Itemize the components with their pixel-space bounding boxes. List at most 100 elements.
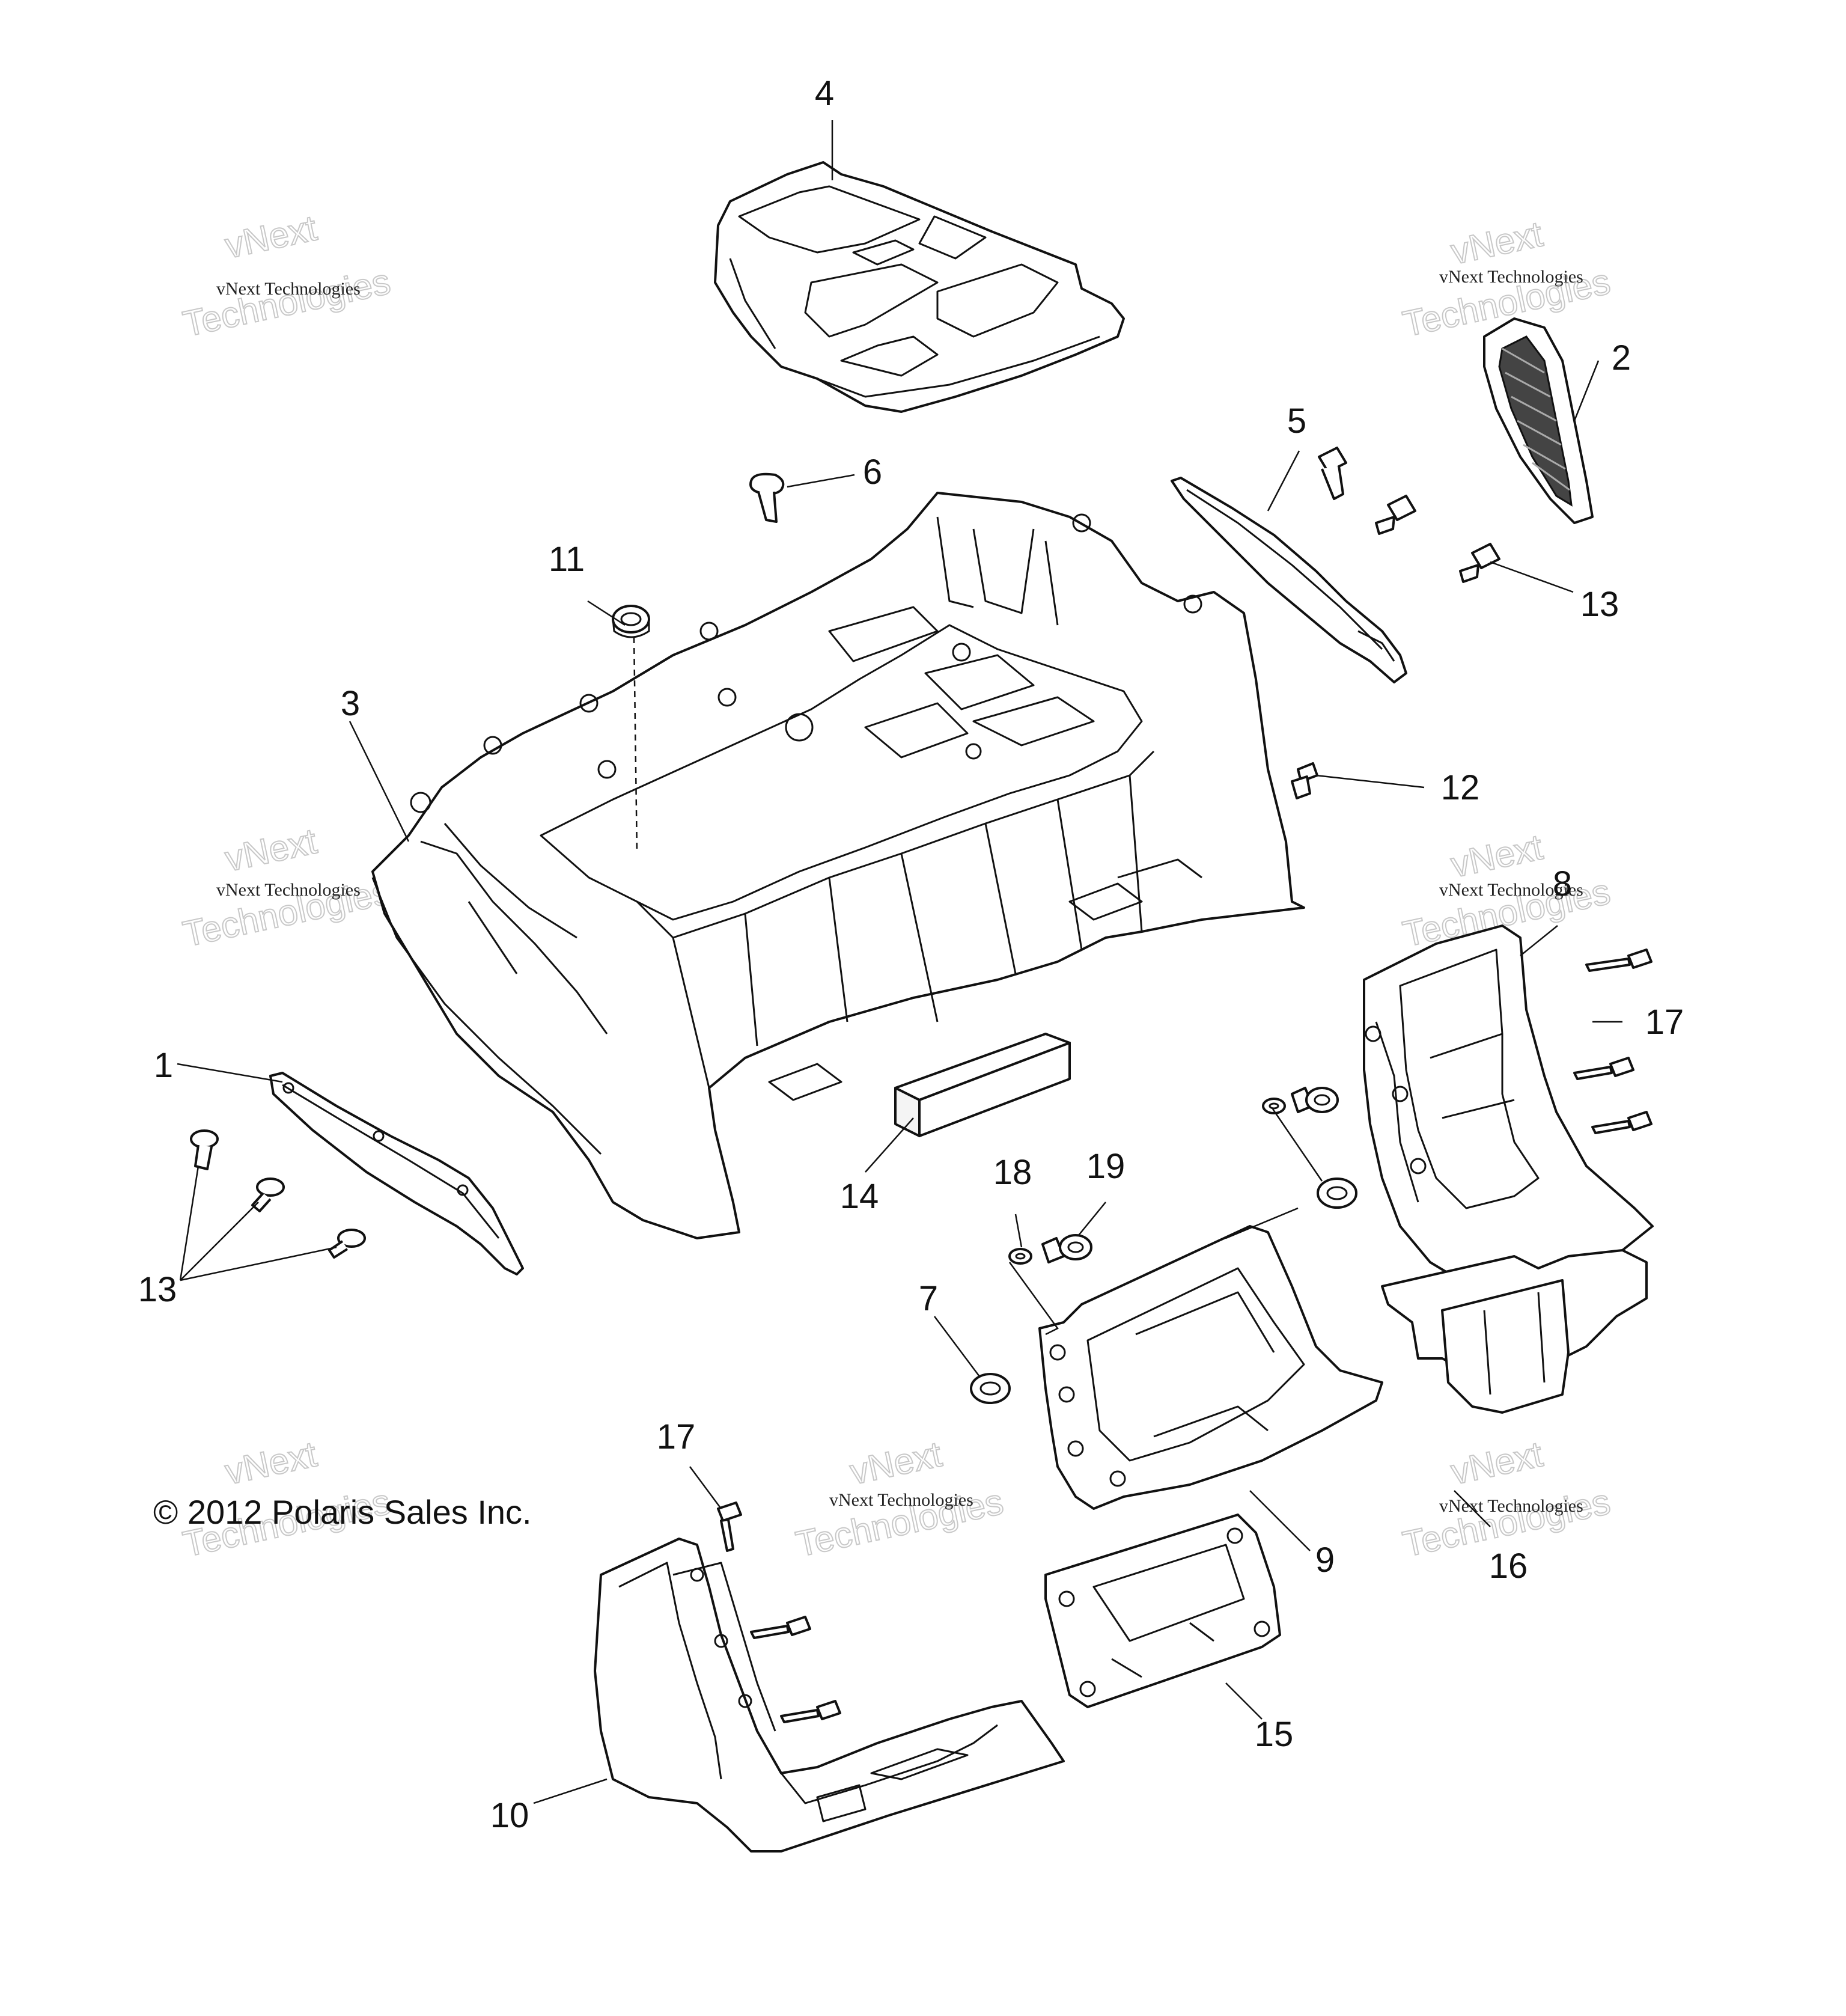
svg-text:vNext: vNext	[222, 820, 320, 879]
leader-13-left-3	[180, 1246, 337, 1281]
part-13-rivet-upper-1	[1318, 447, 1347, 500]
part-2-grille	[1483, 317, 1594, 524]
leader-19	[1078, 1202, 1106, 1236]
svg-text:vNext: vNext	[1448, 1434, 1546, 1492]
leader-18-right	[1272, 1108, 1323, 1182]
callout-4: 4	[815, 74, 834, 113]
leader-5	[1267, 450, 1300, 512]
leader-18	[1014, 1214, 1023, 1248]
svg-text:vNext Technologies: vNext Technologies	[1439, 880, 1583, 900]
callout-2: 2	[1612, 338, 1631, 377]
callout-3: 3	[341, 684, 360, 723]
svg-text:vNext: vNext	[222, 207, 320, 266]
part-5-rail	[1171, 477, 1407, 683]
watermark-1: vNext Technologies vNext Technologies	[179, 207, 395, 344]
part-19-nut-right	[1305, 1087, 1339, 1113]
part-18-washer	[1008, 1248, 1032, 1265]
svg-text:vNext Technologies: vNext Technologies	[216, 880, 361, 900]
leader-14	[865, 1117, 914, 1173]
part-13-rivet-left-2	[251, 1178, 285, 1212]
callout-6: 6	[863, 453, 882, 492]
leader-6	[787, 474, 855, 488]
part-17-bolt-lower-1	[717, 1501, 742, 1552]
part-6-pin	[749, 472, 785, 523]
svg-text:vNext: vNext	[847, 1434, 945, 1492]
part-15-lid-panel	[1044, 1514, 1281, 1708]
part-3-cargo-box	[371, 492, 1305, 1239]
part-11-dashed-guide	[633, 637, 638, 854]
callout-15: 15	[1255, 1715, 1294, 1754]
part-7-grommet-right	[1317, 1178, 1357, 1209]
part-16-tray-box	[1381, 1249, 1648, 1414]
callout-18: 18	[993, 1153, 1032, 1192]
leader-12	[1315, 774, 1425, 789]
callout-8: 8	[1553, 864, 1572, 903]
part-17-bolt-upper-3	[1591, 1111, 1653, 1134]
part-13-rivet-left-1	[190, 1129, 219, 1170]
callout-10: 10	[490, 1796, 529, 1835]
leader-7-right	[1225, 1207, 1299, 1239]
part-8-storage-bin	[1363, 924, 1654, 1306]
copyright-notice: © 2012 Polaris Sales Inc.	[153, 1493, 532, 1531]
callout-11: 11	[549, 540, 585, 579]
leader-lines	[177, 120, 1622, 1804]
leader-1	[177, 1063, 283, 1083]
callout-12: 12	[1441, 768, 1480, 807]
leader-9	[1249, 1490, 1311, 1551]
leader-18-panel	[1008, 1262, 1059, 1336]
part-17-bolt-lower-2	[750, 1616, 811, 1639]
part-17-bolt-upper-1	[1585, 948, 1653, 972]
leader-3	[349, 721, 410, 842]
part-11-grommet	[612, 605, 650, 638]
part-12-screw	[1291, 762, 1318, 799]
callout-9: 9	[1315, 1541, 1335, 1580]
part-13-rivet-upper-3	[1459, 543, 1500, 583]
callout-1: 1	[154, 1046, 173, 1085]
leader-13-left-1	[179, 1165, 200, 1281]
part-17-bolt-upper-2	[1573, 1057, 1634, 1080]
callout-14: 14	[840, 1177, 879, 1216]
watermark-4: vNext Technologies vNext Technologies	[179, 820, 395, 955]
callout-13-left: 13	[138, 1270, 177, 1309]
callout-17-lower: 17	[657, 1417, 696, 1456]
svg-text:vNext: vNext	[1448, 826, 1546, 885]
part-9-center-panel	[1038, 1225, 1383, 1510]
leader-15	[1225, 1682, 1263, 1720]
callout-5: 5	[1287, 402, 1306, 441]
part-13-rivet-upper-2	[1375, 495, 1416, 535]
part-7-grommet	[970, 1373, 1011, 1404]
watermark-9: vNext Technologies vNext Technologies	[1399, 1433, 1615, 1565]
leader-2	[1573, 360, 1600, 421]
svg-text:vNext Technologies: vNext Technologies	[829, 1490, 973, 1510]
leader-10	[533, 1778, 608, 1804]
leader-8	[1520, 925, 1558, 956]
part-1-rail	[269, 1072, 524, 1275]
leader-13-left-2	[180, 1202, 259, 1281]
part-4-cargo-cover	[714, 161, 1125, 413]
callout-labels: 4 2 5 6 11 13 3 12 1 8 17 14 18 19 7 9 1…	[138, 74, 1684, 1835]
callout-16: 16	[1489, 1547, 1528, 1586]
part-14-foam-block	[894, 1033, 1071, 1137]
part-19-nut	[1059, 1234, 1092, 1260]
svg-text:vNext: vNext	[1448, 213, 1546, 272]
leader-17-lower	[689, 1466, 722, 1509]
watermark-8: vNext Technologies vNext Technologies	[792, 1433, 1008, 1565]
svg-text:vNext: vNext	[222, 1434, 320, 1492]
svg-text:vNext Technologies: vNext Technologies	[1439, 1496, 1583, 1516]
svg-text:vNext Technologies: vNext Technologies	[1439, 267, 1583, 287]
svg-text:Technologies: Technologies	[180, 261, 394, 344]
leader-13-upper	[1490, 561, 1574, 593]
leader-16	[1454, 1490, 1491, 1527]
callout-19: 19	[1086, 1147, 1126, 1186]
callout-7: 7	[919, 1279, 938, 1318]
part-10-floor-panel	[594, 1538, 1065, 1853]
callout-13-upper: 13	[1580, 585, 1619, 624]
part-17-bolt-lower-3	[780, 1700, 841, 1723]
callout-17-upper: 17	[1645, 1003, 1684, 1042]
part-13-rivet-left-3	[328, 1229, 366, 1259]
svg-text:vNext Technologies: vNext Technologies	[216, 279, 361, 299]
leader-7	[934, 1316, 980, 1377]
leader-11	[587, 600, 626, 626]
